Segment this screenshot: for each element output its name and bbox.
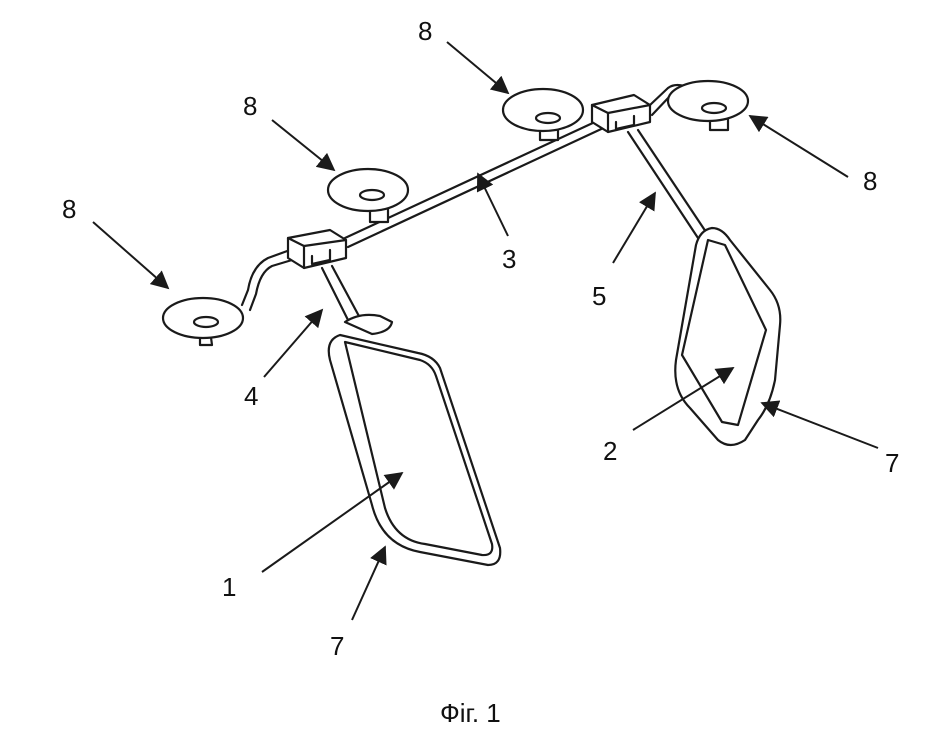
arm-right — [626, 128, 710, 240]
label-7-right: 7 — [885, 448, 899, 478]
label-8-center-left: 8 — [243, 91, 257, 121]
suction-cup-center-right — [501, 87, 585, 142]
label-1: 1 — [222, 572, 236, 602]
label-8-center-right: 8 — [418, 16, 432, 46]
label-5: 5 — [592, 281, 606, 311]
arm-left — [320, 264, 394, 336]
suction-cup-center-left — [326, 167, 410, 224]
mirror-right — [674, 226, 782, 447]
suction-cup-left — [161, 296, 245, 347]
label-3: 3 — [502, 244, 516, 274]
label-8-left: 8 — [62, 194, 76, 224]
label-2: 2 — [603, 436, 617, 466]
clamp-right — [590, 93, 652, 134]
clamp-left — [286, 228, 348, 270]
leader-arrows — [92, 41, 879, 621]
label-8-right: 8 — [863, 166, 877, 196]
label-7-left: 7 — [330, 631, 344, 661]
mirror-left — [327, 333, 502, 567]
figure-caption: Фіг. 1 — [440, 698, 501, 728]
label-4: 4 — [244, 381, 258, 411]
suction-cup-right — [666, 79, 750, 132]
